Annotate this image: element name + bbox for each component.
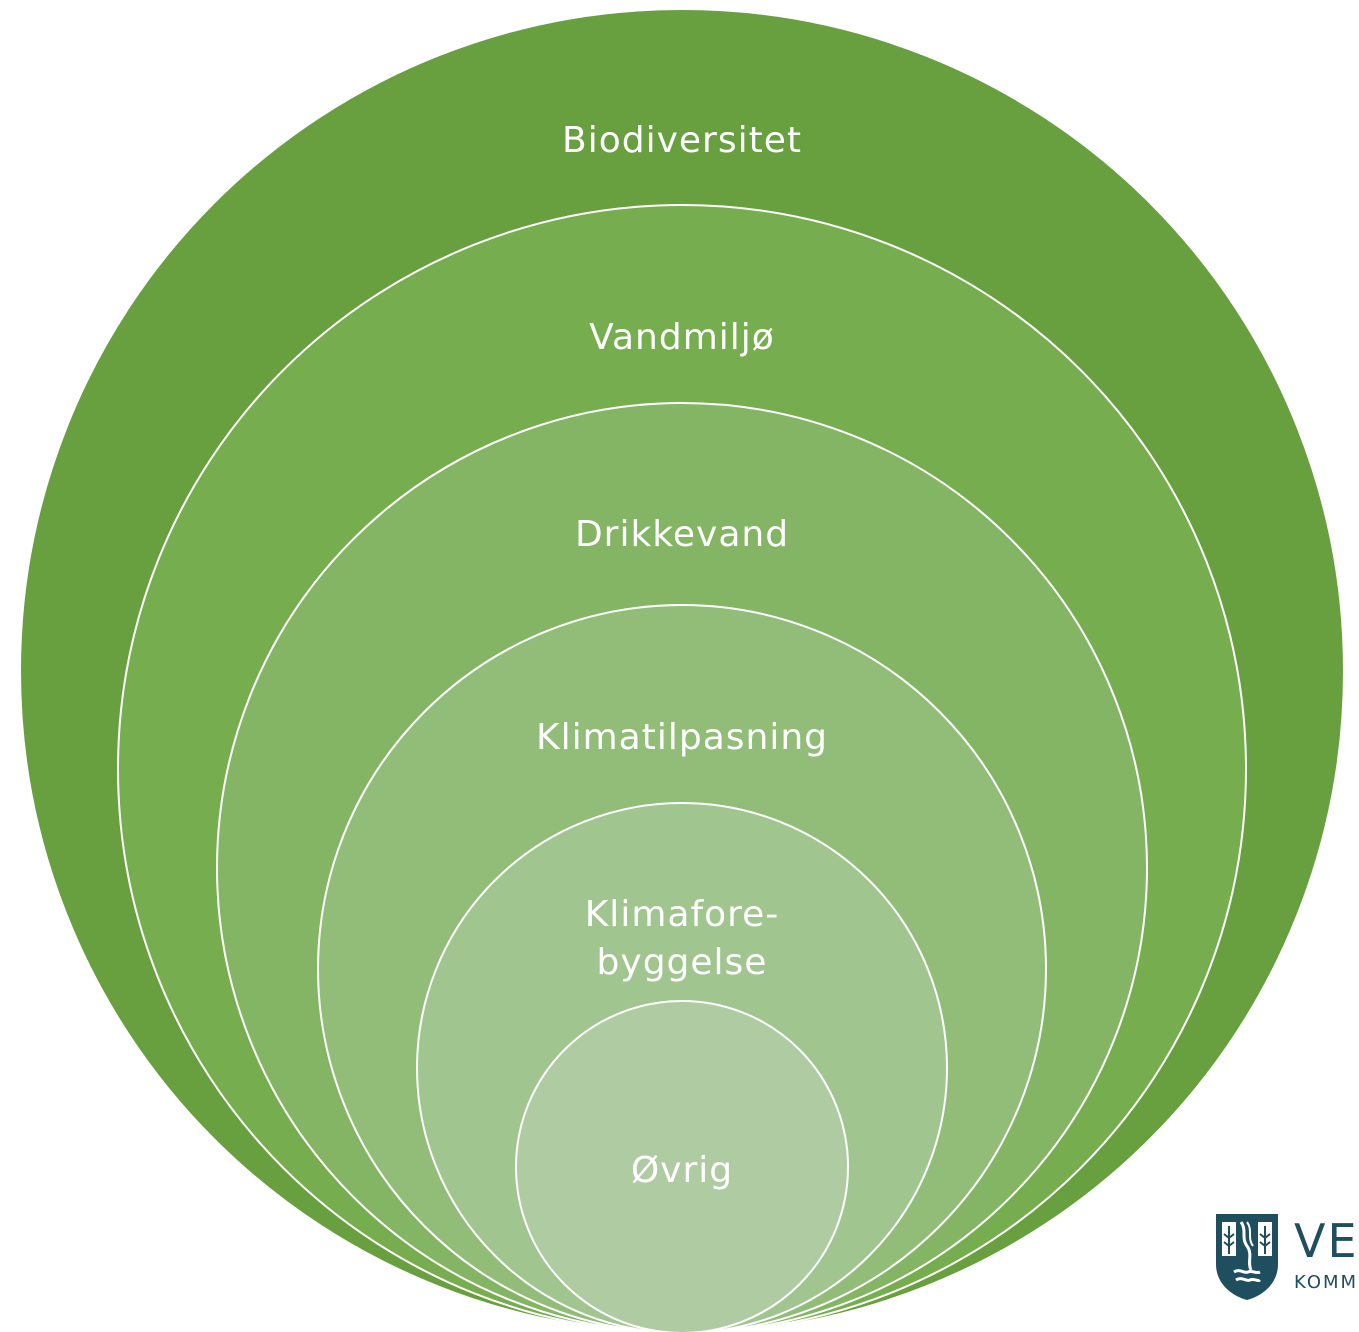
label-biodiversitet: Biodiversitet: [562, 120, 802, 161]
label-ovrig: Øvrig: [631, 1150, 733, 1191]
label-klimaforebyggelse-line1: Klimafore-: [585, 894, 780, 935]
label-drikkevand: Drikkevand: [575, 514, 789, 555]
coat-of-arms-icon: [1216, 1214, 1278, 1300]
logo-name: VE: [1294, 1214, 1359, 1268]
municipality-logo: VE KOMM: [1214, 1212, 1359, 1302]
label-vandmiljo: Vandmiljø: [589, 317, 775, 358]
logo-subtitle: KOMM: [1294, 1272, 1359, 1293]
circle-ovrig: [515, 1000, 849, 1332]
label-klimaforebyggelse-line2: byggelse: [597, 942, 768, 983]
label-klimatilpasning: Klimatilpasning: [536, 717, 828, 758]
